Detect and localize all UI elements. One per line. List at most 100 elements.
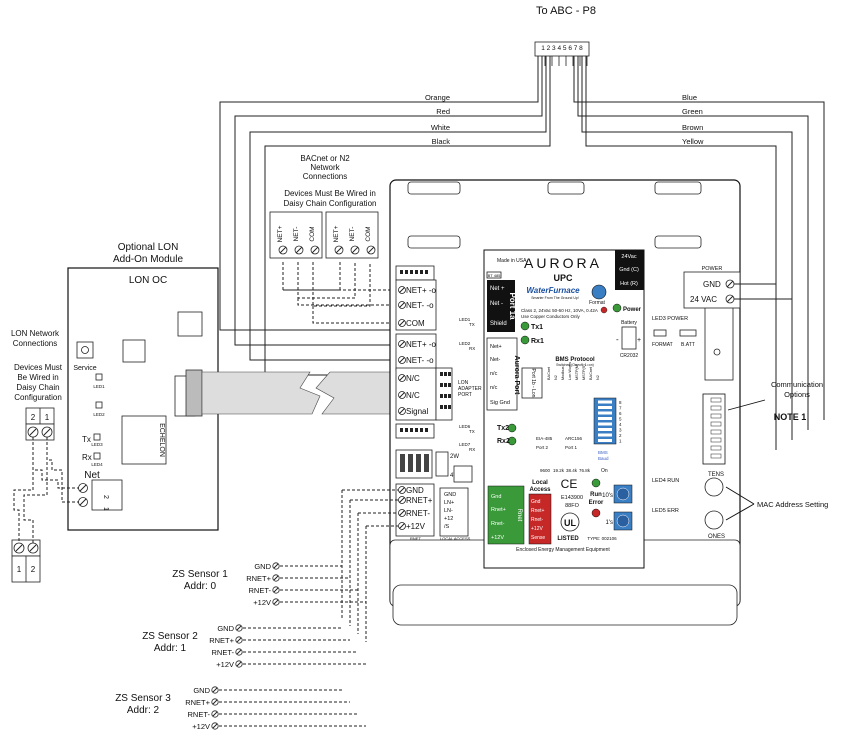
sensor-addr: Addr: 0 [184, 581, 217, 592]
lon-network-block: LON Network Connections Devices Must Be … [11, 329, 79, 583]
sensor-name: ZS Sensor 1 [172, 569, 228, 580]
ul-mark: UL [564, 518, 576, 528]
lon-led3: LED3 [91, 442, 103, 447]
right-wire-bundle [573, 56, 825, 450]
sensor-term-label: +12V [192, 722, 210, 731]
network-daisy-2: Daisy Chain Configuration [284, 199, 377, 208]
dip-num: 2 [619, 433, 622, 438]
lon-led2: LED2 [93, 412, 105, 417]
tens-mac-dial[interactable] [704, 477, 724, 497]
enc-net2minus: NET- -o [406, 356, 434, 365]
la-sense: Sense [531, 535, 545, 541]
lon-tx: Tx [82, 435, 91, 444]
globe-icon [591, 284, 607, 300]
lonnet-daisy-2: Be Wired in [17, 373, 58, 382]
lon-led1: LED1 [93, 384, 105, 389]
wire-brown-label: Brown [682, 123, 703, 132]
lonnet-title-1: LON Network [11, 329, 60, 338]
listed-label: LISTED [557, 536, 579, 542]
upc-board: AURORA UPC Made in USA BT 485 Net + Net … [483, 249, 645, 569]
comm-dip-switch[interactable] [702, 393, 726, 465]
wire-blue-label: Blue [682, 93, 697, 102]
lonnet-daisy-4: Configuration [14, 393, 62, 402]
ones-label: ONES [708, 534, 725, 540]
dip-num: 7 [619, 406, 622, 411]
sensor-addr: Addr: 1 [154, 643, 187, 654]
dip-col-label: BACnet [589, 366, 593, 380]
upc-model: UPC [553, 273, 573, 283]
p8-connector: 1 2 3 4 5 6 7 8 [534, 41, 590, 66]
enc-netminus: NET- -o [406, 301, 434, 310]
enc-com: COM [406, 319, 425, 328]
format-bottom: FORMAT [652, 342, 673, 348]
led5-err: LED5 ERR [652, 508, 679, 514]
sensor-term-label: RNET+ [246, 574, 271, 583]
lon-module-name: LON OC [129, 275, 167, 286]
wire-red-label: Red [436, 107, 450, 116]
comm-options-2: Options [784, 390, 810, 399]
enc-rnetminus: RNET- [406, 509, 430, 518]
enc-netplus: NET+ -o [406, 286, 437, 295]
port1a-label: Port 1a [508, 292, 517, 320]
gnd-c-label: Gnd (C) [619, 267, 639, 273]
la-gnd: Gnd [531, 499, 541, 505]
on-label: On [601, 468, 608, 474]
eia485: EIA-485 [536, 436, 553, 441]
jumper-block[interactable] [453, 465, 473, 483]
svg-text:+: + [637, 337, 641, 344]
tx1-label: Tx1 [531, 324, 543, 331]
e-number: E143900 [561, 495, 583, 501]
code-88fo: 88FO [565, 503, 579, 509]
connector-pins: 1 2 3 4 5 6 7 8 [541, 45, 583, 52]
network-term-label: COM [309, 226, 316, 241]
rnet-vert: Rnet [516, 509, 522, 522]
network-term-label: NET- [293, 227, 300, 242]
ones-rot-label: 1's [606, 520, 613, 526]
dip-col-label: MSTP(S) [582, 364, 586, 380]
enc-led2-rx: RX [469, 346, 475, 351]
ap-nc1: n/c [490, 371, 498, 377]
lon-adapter-3: PORT [458, 392, 472, 398]
error-label: Error [589, 500, 604, 506]
power-24vac: 24 VAC [690, 295, 717, 304]
enc-led1-tx: TX [469, 322, 475, 327]
port1a-shield: Shield [490, 321, 507, 327]
baud-label: Baud [598, 456, 609, 461]
sensor-wiring [341, 489, 398, 642]
lon-rx: Rx [82, 453, 92, 462]
power-gnd: GND [703, 280, 721, 289]
enc-led7-rx: RX [469, 447, 475, 452]
sensor-addr: Addr: 2 [127, 705, 160, 716]
enc-led7: LED7 [459, 442, 471, 447]
note1: NOTE 1 [774, 412, 807, 422]
dip-num: 3 [619, 428, 622, 433]
battery-label: Battery [621, 320, 637, 326]
type-label: TYPE: 002106 [587, 536, 617, 541]
rnet-gnd: Gnd [491, 494, 501, 500]
rnet-plus: Rnet+ [491, 507, 506, 513]
wire-green-label: Green [682, 107, 703, 116]
ones-mac-dial[interactable] [704, 510, 724, 530]
enc-nc2: N/C [406, 391, 420, 400]
ap-netplus: Net+ [490, 344, 502, 350]
bms-dip-switch[interactable] [593, 397, 617, 445]
lonnet-daisy-1: Devices Must [14, 363, 63, 372]
lon-net-pin1: 1 [102, 507, 109, 511]
baud-value: 76.8k [579, 468, 591, 473]
lonnet-title-2: Connections [13, 339, 57, 348]
made-in: Made in USA [497, 258, 527, 264]
hot-r-label: Hot (R) [620, 281, 638, 287]
dip-num: 8 [619, 400, 622, 405]
rnet-12v: +12V [491, 535, 504, 541]
rx1-label: Rx1 [531, 338, 544, 345]
lon-title-1: Optional LON [118, 242, 179, 253]
sensor-term-label: RNET- [212, 648, 235, 657]
tagline: Smarter From The Ground Up! [531, 296, 579, 300]
wire-orange-label: Orange [425, 93, 450, 102]
enc-led1: LED1 [459, 317, 471, 322]
dip-col-label: BACnet [547, 366, 551, 380]
